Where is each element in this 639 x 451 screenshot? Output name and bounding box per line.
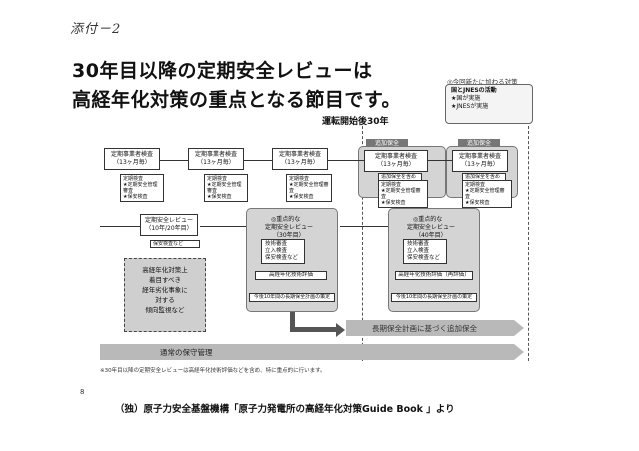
review40-year: （40年目） [415, 232, 447, 239]
legend-header: ◎今回新たに加わる対策 [447, 78, 518, 86]
legend-line2: ★国が実施 [451, 95, 481, 102]
page-number: 8 [80, 388, 85, 396]
review40-item: 保安検査など [407, 255, 441, 261]
review40-plan: 今後10年間の長期保全計画の策定 [391, 293, 477, 302]
plan-elbow-arrow-tip [336, 323, 345, 337]
review30-year: （30年目） [273, 232, 305, 239]
aging-monitor-line: 着目すべき [148, 276, 182, 284]
review40-item: 立入検査 [407, 248, 430, 254]
plan-elbow-arrow [290, 327, 336, 332]
normal-maintenance-label: 通常の保守管理 [160, 348, 213, 357]
inspection-item: ★保安検査 [381, 200, 406, 206]
inspection-items-4: 定期検査 ★定期安全管理審査 ★保安検査 [378, 180, 428, 208]
page-title-line1: 30年目以降の定期安全レビューは [72, 60, 373, 82]
inspection-item: ★保安検査 [123, 194, 148, 200]
normal-maintenance-arrow [100, 344, 514, 360]
inspection-item: ★定期安全管理審査 [123, 182, 158, 194]
footnote: ※30年目以降の定期安全レビューは高経年化技術評価などを含め、特に重点的に行いま… [100, 368, 326, 374]
year30-line [362, 126, 363, 361]
inspection-title: 定期事業者検査 [278, 151, 321, 158]
annex-label: 添付－2 [70, 22, 122, 37]
inspection-item: ★定期安全管理審査 [465, 188, 505, 200]
review30-item: 立入検査 [265, 248, 288, 254]
connector-line [328, 160, 364, 161]
inspection-title: 定期事業者検査 [194, 151, 237, 158]
inspection-box-1: 定期事業者検査 （13ヶ月毎） [104, 148, 160, 170]
review40-head: ◎重点的な [413, 216, 443, 223]
inspection-title: 定期事業者検査 [458, 153, 501, 160]
legend-line3: ★JNESが実施 [451, 103, 489, 110]
review-note: 保安検査など [150, 240, 200, 248]
review40-items: 技術審査 立入検査 保安検査など [403, 239, 447, 264]
inspection-item: ★定期安全管理審査 [381, 188, 421, 200]
review30-head: ◎重点的な [271, 216, 301, 223]
year40-line [528, 126, 529, 361]
aging-monitor-line: 対する [155, 296, 175, 304]
inspection-period: （13ヶ月毎） [461, 161, 499, 168]
inspection-item: ★保安検査 [465, 200, 490, 206]
connector-line [160, 160, 188, 161]
review-connector [340, 226, 388, 227]
review40-eval: 高経年化技術評価（再評価） [395, 271, 473, 280]
review-connector [200, 226, 246, 227]
review30-eval: 高経年化技術評価 [255, 271, 327, 280]
review30-plan: 今後10年間の長期保全計画の策定 [249, 293, 335, 302]
inspection-items-2: 定期検査 ★定期安全管理審査 ★保安検査 [204, 174, 248, 202]
review30-panel: ◎重点的な 定期安全レビュー （30年目） 技術審査 立入検査 保安検査など 高… [246, 208, 338, 312]
review40-title: 定期安全レビュー [407, 224, 456, 231]
year30-marker: 運転開始後30年 [322, 117, 389, 127]
review-period: （10年/20年目） [145, 225, 193, 232]
aging-monitor-line: 高経年化対策上 [142, 266, 188, 274]
connector-line [244, 160, 272, 161]
aging-monitor-line: 傾向監視など [145, 306, 185, 314]
additional-maintenance-label: 長期保全計画に基づく追加保全 [372, 324, 477, 333]
inspection-items-1: 定期検査 ★定期安全管理審査 ★保安検査 [120, 174, 164, 202]
connector-line [428, 160, 452, 161]
review30-items: 技術審査 立入検査 保安検査など [261, 239, 305, 264]
review30-item: 保安検査など [265, 255, 299, 261]
inspection-box-3: 定期事業者検査 （13ヶ月毎） [272, 148, 328, 170]
additional-maintenance-arrow [346, 320, 514, 336]
inspection-item: 定期検査 [465, 182, 486, 188]
inspection-item: 定期検査 [289, 176, 310, 182]
inspection-title: 定期事業者検査 [374, 153, 417, 160]
inspection-item: 定期検査 [123, 176, 144, 182]
inspection-items-3: 定期検査 ★定期安全管理審査 ★保安検査 [286, 174, 332, 202]
inspection-item: 定期検査 [381, 182, 402, 188]
inspection-period: （13ヶ月毎） [377, 161, 415, 168]
inspection-item: ★定期安全管理審査 [289, 182, 329, 194]
review40-panel: ◎重点的な 定期安全レビュー （40年目） 技術審査 立入検査 保安検査など 高… [388, 208, 480, 312]
review-title: 定期安全レビュー [144, 217, 193, 224]
inspection-box-2: 定期事業者検査 （13ヶ月毎） [188, 148, 244, 170]
inspection-item: 定期検査 [207, 176, 228, 182]
column-tag-left: 追加保全 [366, 139, 408, 148]
inspection-item: ★保安検査 [289, 194, 314, 200]
inspection-item: ★保安検査 [207, 194, 232, 200]
column-tag-right: 追加保全 [458, 139, 500, 148]
inspection-period: （13ヶ月毎） [113, 159, 151, 166]
source-credit: （独）原子力安全基盤機構「原子力発電所の高経年化対策Guide Book 」より [115, 404, 455, 415]
inspection-period: （13ヶ月毎） [197, 159, 235, 166]
plan-elbow-arrow [290, 312, 295, 332]
inspection-title: 定期事業者検査 [110, 151, 153, 158]
additional-maintenance-arrow-tip [514, 320, 524, 336]
review30-title: 定期安全レビュー [265, 224, 314, 231]
aging-monitor-panel: 高経年化対策上 着目すべき 経年劣化事象に 対する 傾向監視など [124, 258, 206, 332]
inspection-box-4: 定期事業者検査 （13ヶ月毎） [364, 150, 428, 172]
review30-item: 技術審査 [265, 241, 288, 247]
inspection-box-5: 定期事業者検査 （13ヶ月毎） [452, 150, 508, 172]
legend-box: 国とJNESの活動 ★国が実施 ★JNESが実施 [445, 84, 533, 124]
review-box: 定期安全レビュー （10年/20年目） [140, 214, 198, 236]
inspection-period: （13ヶ月毎） [281, 159, 319, 166]
page-title-line2: 高経年化対策の重点となる節目です。 [72, 89, 402, 111]
normal-maintenance-arrow-tip [514, 344, 524, 360]
review-connector [100, 226, 140, 227]
inspection-item: ★定期安全管理審査 [207, 182, 242, 194]
legend-line1: 国とJNESの活動 [451, 87, 497, 94]
aging-monitor-line: 経年劣化事象に [142, 286, 188, 294]
review40-item: 技術審査 [407, 241, 430, 247]
inspection-items-5: 定期検査 ★定期安全管理審査 ★保安検査 [462, 180, 512, 208]
